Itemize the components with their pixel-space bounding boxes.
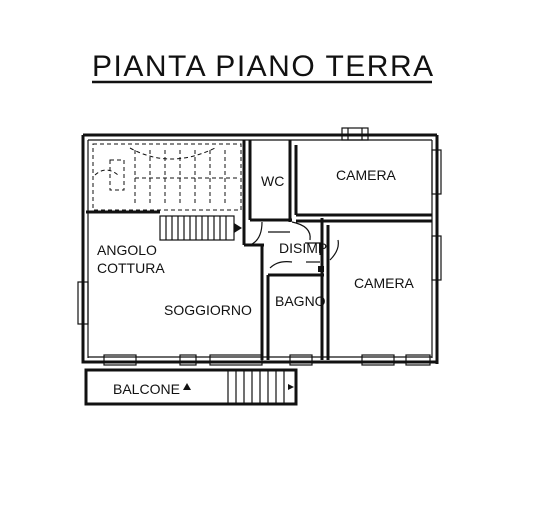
room-label-disimp: DISIMP — [279, 240, 327, 256]
room-label-balcone: BALCONE — [113, 381, 180, 397]
room-label-camera-1: CAMERA — [336, 167, 397, 183]
doors — [249, 221, 339, 272]
internal-walls — [86, 140, 432, 360]
room-label-soggiorno: SOGGIORNO — [164, 302, 252, 318]
stairwell — [92, 143, 242, 211]
windows — [77, 127, 442, 366]
room-label-camera-2: CAMERA — [354, 275, 415, 291]
room-label-wc: WC — [261, 173, 284, 189]
balcony — [84, 368, 298, 406]
room-label-bagno: BAGNO — [275, 293, 326, 309]
room-label-angolo: ANGOLO — [97, 242, 157, 258]
plan-title: PIANTA PIANO TERRA — [92, 50, 435, 83]
internal-stair — [159, 215, 242, 241]
room-label-cottura: COTTURA — [97, 260, 165, 276]
